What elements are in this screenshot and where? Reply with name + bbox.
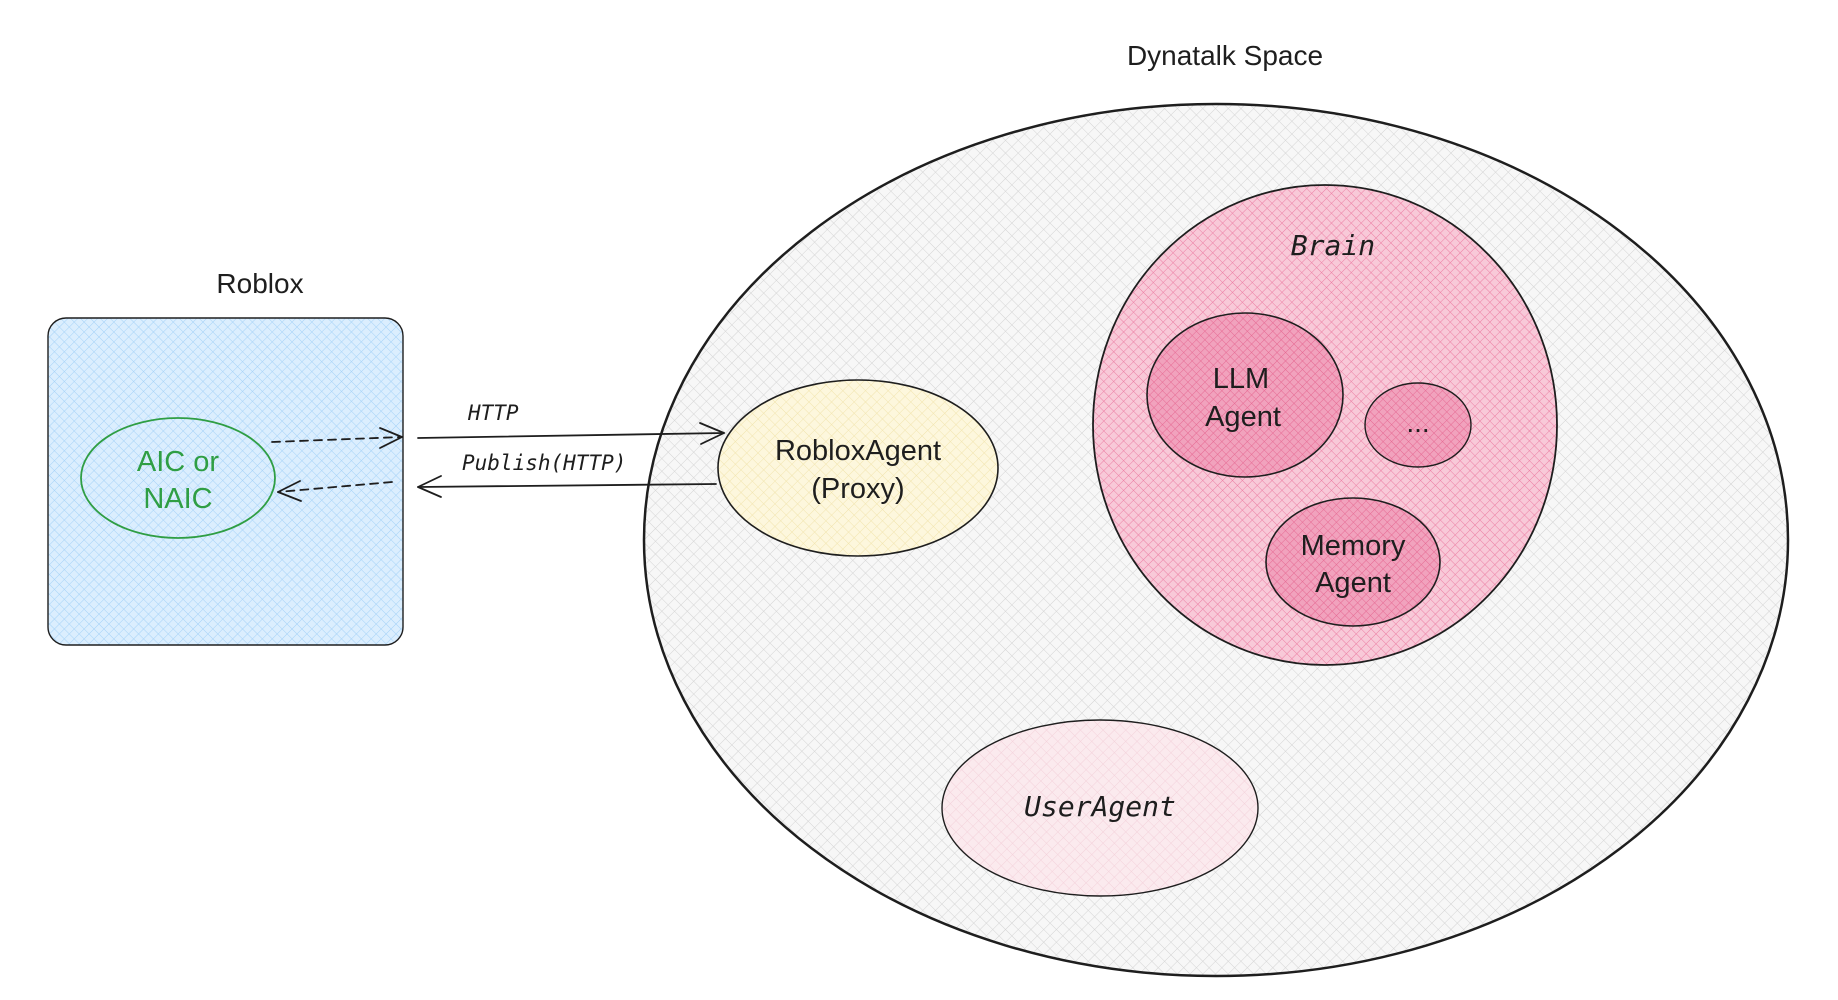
roblox-title: Roblox	[216, 268, 303, 299]
http-edge-label: HTTP	[467, 401, 519, 425]
more-agents-node	[1364, 382, 1472, 468]
brain-label: Brain	[1291, 229, 1375, 262]
roblox-agent-proxy-node	[717, 379, 999, 557]
http-request-arrow	[417, 432, 725, 439]
connectors	[271, 422, 725, 502]
publish-response-arrow	[417, 483, 717, 488]
user-agent-label: UserAgent	[1024, 790, 1176, 823]
user-agent-node	[941, 719, 1259, 897]
publish-response-arrow-head	[417, 475, 442, 498]
memory-agent-node	[1265, 497, 1441, 627]
dashed-arrow-outbound-head	[379, 427, 403, 449]
roblox-container	[47, 317, 404, 646]
roblox-group: Roblox AIC or NAIC	[47, 268, 404, 646]
llm-agent-label-line2: Agent	[1205, 401, 1281, 433]
llm-agent-label-line1: LLM	[1213, 363, 1269, 395]
memory-agent-label-line2: Agent	[1315, 567, 1391, 599]
memory-agent-label-line1: Memory	[1301, 530, 1406, 562]
llm-agent-node	[1146, 312, 1344, 478]
roblox-agent-label-line1: RobloxAgent	[775, 435, 941, 467]
dashed-arrow-inbound	[277, 481, 393, 493]
roblox-agent-label-line2: (Proxy)	[811, 473, 904, 505]
dynatalk-space-group: Dynatalk Space Brain LLM Agent ... Memor…	[642, 40, 1790, 978]
dashed-arrow-outbound	[271, 436, 403, 443]
aic-naic-node	[80, 417, 276, 539]
dashed-arrow-inbound-head	[277, 480, 302, 502]
aic-naic-label-line2: NAIC	[143, 483, 212, 515]
publish-edge-label: Publish(HTTP)	[462, 451, 626, 475]
more-agents-ellipsis: ...	[1406, 407, 1429, 438]
http-request-arrow-head	[699, 422, 725, 445]
dynatalk-space-title: Dynatalk Space	[1127, 40, 1323, 71]
aic-naic-label-line1: AIC or	[137, 446, 220, 478]
